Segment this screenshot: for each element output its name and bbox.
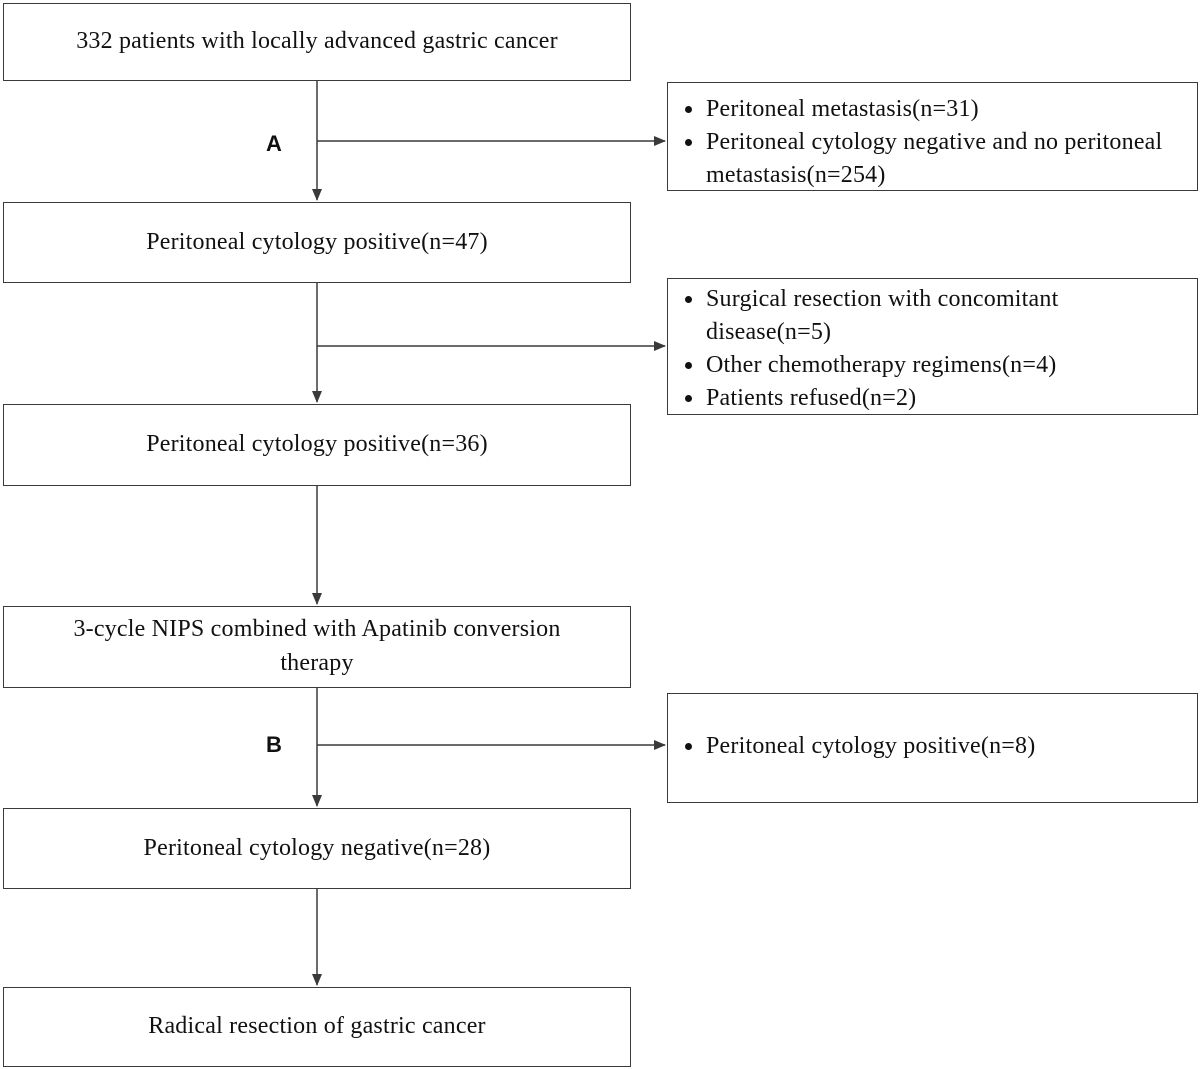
exclusion-item: Peritoneal metastasis(n=31) (678, 93, 1185, 126)
flow-box-text: Radical resection of gastric cancer (148, 1013, 486, 1040)
stage-label-b: B (266, 732, 282, 757)
exclusion-list: Peritoneal cytology positive(n=8) (678, 730, 1185, 763)
flow-box-cytology-positive-36: Peritoneal cytology positive(n=36) (3, 404, 631, 486)
exclusion-item: Surgical resection with concomitant dise… (678, 283, 1185, 349)
exclusion-item: Other chemotherapy regimens(n=4) (678, 349, 1185, 382)
flow-box-radical-resection: Radical resection of gastric cancer (3, 987, 631, 1067)
flow-box-text: Peritoneal cytology negative(n=28) (143, 834, 491, 861)
exclusion-box-a: Peritoneal metastasis(n=31) Peritoneal c… (667, 82, 1198, 191)
exclusion-box-b: Peritoneal cytology positive(n=8) (667, 693, 1198, 803)
exclusion-item: Peritoneal cytology positive(n=8) (678, 730, 1185, 763)
flow-box-cytology-positive-47: Peritoneal cytology positive(n=47) (3, 202, 631, 283)
flow-box-text: Peritoneal cytology positive(n=47) (146, 228, 488, 255)
flow-box-cytology-negative-28: Peritoneal cytology negative(n=28) (3, 808, 631, 889)
exclusion-list: Surgical resection with concomitant dise… (678, 283, 1185, 415)
flow-box-text: 332 patients with locally advanced gastr… (76, 28, 558, 55)
exclusion-list: Peritoneal metastasis(n=31) Peritoneal c… (678, 93, 1185, 192)
flow-box-text: Peritoneal cytology positive(n=36) (146, 431, 488, 458)
flow-box-text: 3-cycle NIPS combined with Apatinib conv… (73, 616, 561, 676)
exclusion-item: Patients refused(n=2) (678, 382, 1185, 415)
flow-box-initial-cohort: 332 patients with locally advanced gastr… (3, 3, 631, 81)
exclusion-item: Peritoneal cytology negative and no peri… (678, 126, 1185, 192)
stage-label-a: A (266, 131, 282, 156)
flow-box-treatment: 3-cycle NIPS combined with Apatinib conv… (3, 606, 631, 688)
exclusion-box-2: Surgical resection with concomitant dise… (667, 278, 1198, 415)
